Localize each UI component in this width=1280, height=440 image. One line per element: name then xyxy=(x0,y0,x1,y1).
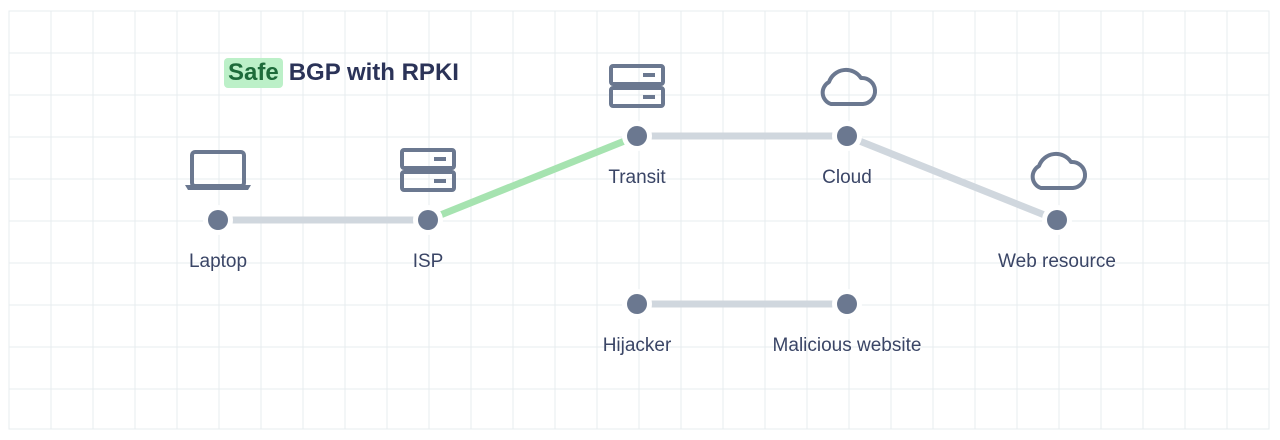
background-grid xyxy=(8,10,1270,430)
node-label-malicious-website: Malicious website xyxy=(772,335,922,356)
server-icon-transit xyxy=(609,64,665,108)
link-isp-transit xyxy=(426,132,639,224)
node-dot-malicious xyxy=(837,294,857,314)
node-label-cloud: Cloud xyxy=(822,167,872,188)
node-dot-hijacker xyxy=(627,294,647,314)
link-cloud-web xyxy=(845,132,1059,224)
node-dot-cloud xyxy=(837,126,857,146)
diagram-title: Safe BGP with RPKI xyxy=(224,56,459,90)
node-label-isp: ISP xyxy=(412,251,444,272)
node-dot-transit xyxy=(627,126,647,146)
title-text: BGP with RPKI xyxy=(288,59,459,86)
node-dot-laptop xyxy=(208,210,228,230)
node-dot-isp xyxy=(418,210,438,230)
icons-layer xyxy=(185,64,1087,192)
laptop-icon-laptop xyxy=(185,150,251,190)
title-highlight: Safe xyxy=(224,58,283,88)
node-dot-web xyxy=(1047,210,1067,230)
links-layer xyxy=(218,132,1059,308)
node-label-laptop: Laptop xyxy=(188,251,248,272)
node-label-web-resource: Web resource xyxy=(998,251,1116,272)
cloud-icon-web xyxy=(1030,151,1087,190)
server-icon-isp xyxy=(400,148,456,192)
cloud-icon-cloud xyxy=(820,67,877,106)
node-label-transit: Transit xyxy=(608,167,666,188)
node-label-hijacker: Hijacker xyxy=(602,335,672,356)
nodes-layer xyxy=(203,121,1072,319)
